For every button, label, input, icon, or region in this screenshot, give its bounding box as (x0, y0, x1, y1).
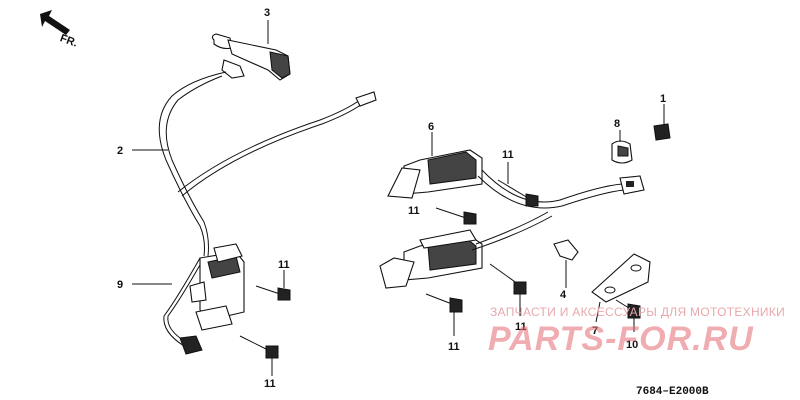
callout-3: 3 (264, 7, 270, 19)
callout-6: 6 (428, 121, 434, 133)
bolt-mid-left (435, 207, 477, 225)
direction-label: FR. (58, 32, 79, 49)
ground-wire (177, 91, 377, 197)
exciter-coil-upper (387, 132, 483, 199)
mounting-bracket (591, 253, 651, 323)
callout-10: 10 (626, 339, 638, 351)
exciter-coil-lower (379, 229, 483, 289)
callout-9: 9 (117, 279, 123, 291)
callout-7: 7 (592, 325, 598, 337)
spark-plug-cap (211, 20, 291, 81)
watermark-tagline: ЗАПЧАСТИ И АКСЕССУАРЫ ДЛЯ МОТОТЕХНИКИ (490, 305, 785, 319)
wire-clip (553, 239, 579, 288)
callout-11-coil-lower: 11 (264, 378, 276, 390)
diagram-code: 7684–E2000B (636, 386, 709, 398)
callout-4: 4 (560, 289, 567, 301)
callout-8: 8 (614, 118, 620, 130)
callout-11-upper: 11 (502, 149, 514, 161)
callout-1: 1 (660, 93, 666, 105)
bolt-mid-lower (425, 293, 463, 336)
watermark: ЗАПЧАСТИ И АКСЕССУАРЫ ДЛЯ МОТОТЕХНИКИ PA… (488, 305, 785, 358)
bolt-10 (615, 299, 641, 332)
ignition-coil (189, 243, 245, 331)
bolt-left-lower (239, 335, 279, 376)
grommet-1 (653, 104, 671, 141)
grommet-8 (611, 130, 633, 164)
bolt-left-upper (255, 270, 291, 301)
ignition-wire (132, 71, 227, 257)
callout-2: 2 (117, 145, 123, 157)
callout-11-lower: 11 (448, 341, 460, 353)
bolt-mid-right (489, 263, 527, 316)
wire-harness (471, 169, 645, 251)
callout-11-right: 11 (515, 321, 527, 333)
bolt-mid-upper (497, 162, 539, 207)
callout-11-mid: 11 (408, 205, 420, 217)
watermark-brand: PARTS-FOR.RU (488, 320, 754, 358)
front-direction-indicator: FR. (40, 10, 79, 50)
coil-lead-wire (132, 257, 205, 355)
direction-arrow-icon (40, 10, 70, 35)
callout-11-coil-upper: 11 (278, 259, 290, 271)
